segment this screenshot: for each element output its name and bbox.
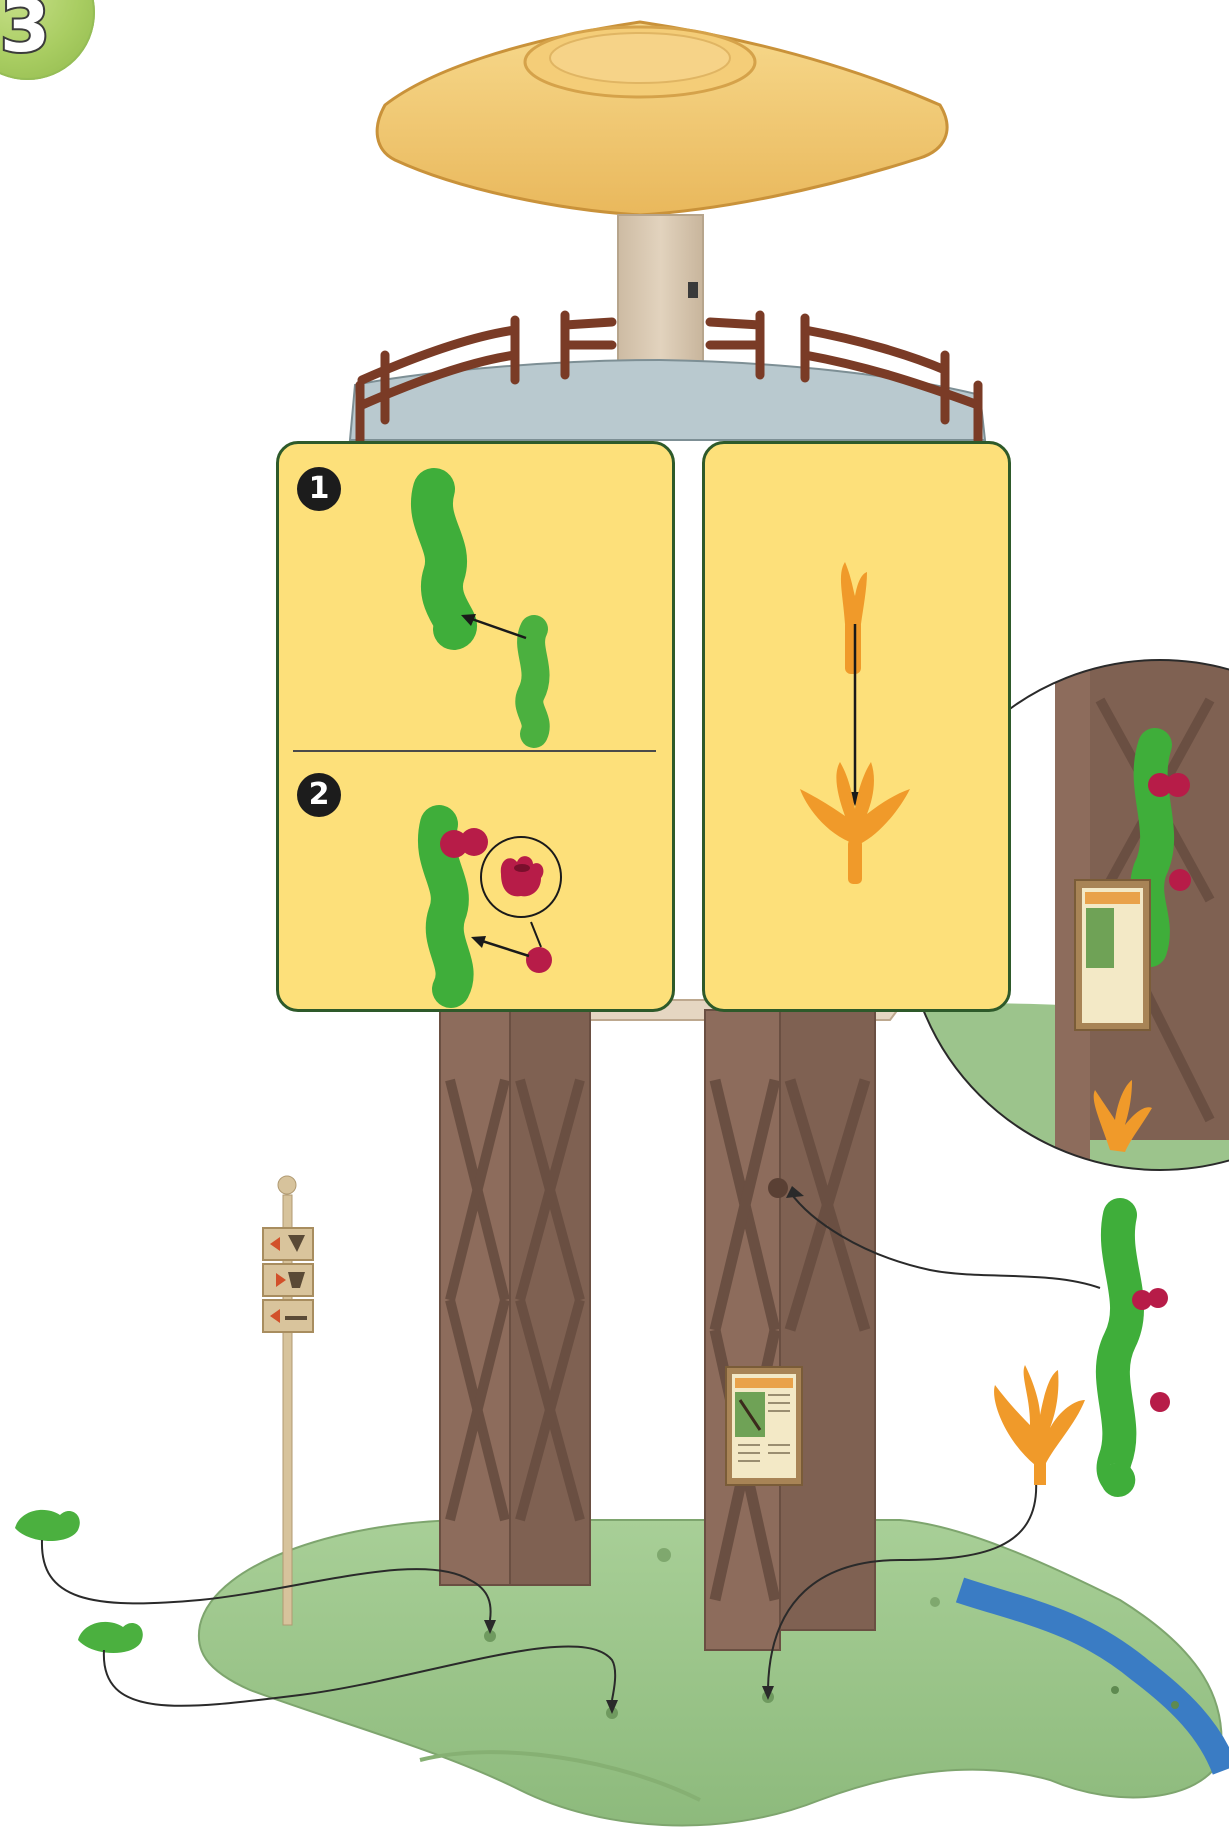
- tower-leg-right: [705, 1010, 875, 1650]
- thatched-roof: [377, 22, 947, 215]
- bush-icon: [15, 1510, 143, 1653]
- vine-icon: [432, 489, 536, 734]
- instruction-panel-right: [702, 441, 1011, 1012]
- panel-right-illustration: [705, 444, 1008, 1009]
- instruction-panel-left: 1 2: [276, 441, 675, 1012]
- vine-icon: [1113, 1215, 1170, 1480]
- arrow-icon: [471, 936, 529, 956]
- panel-left-illustration: [279, 444, 672, 1009]
- plant-base-icon: [994, 1365, 1085, 1485]
- info-board-icon: [726, 1367, 802, 1485]
- flower-detail-callout: [481, 837, 561, 947]
- tower-leg-left: [440, 1005, 590, 1585]
